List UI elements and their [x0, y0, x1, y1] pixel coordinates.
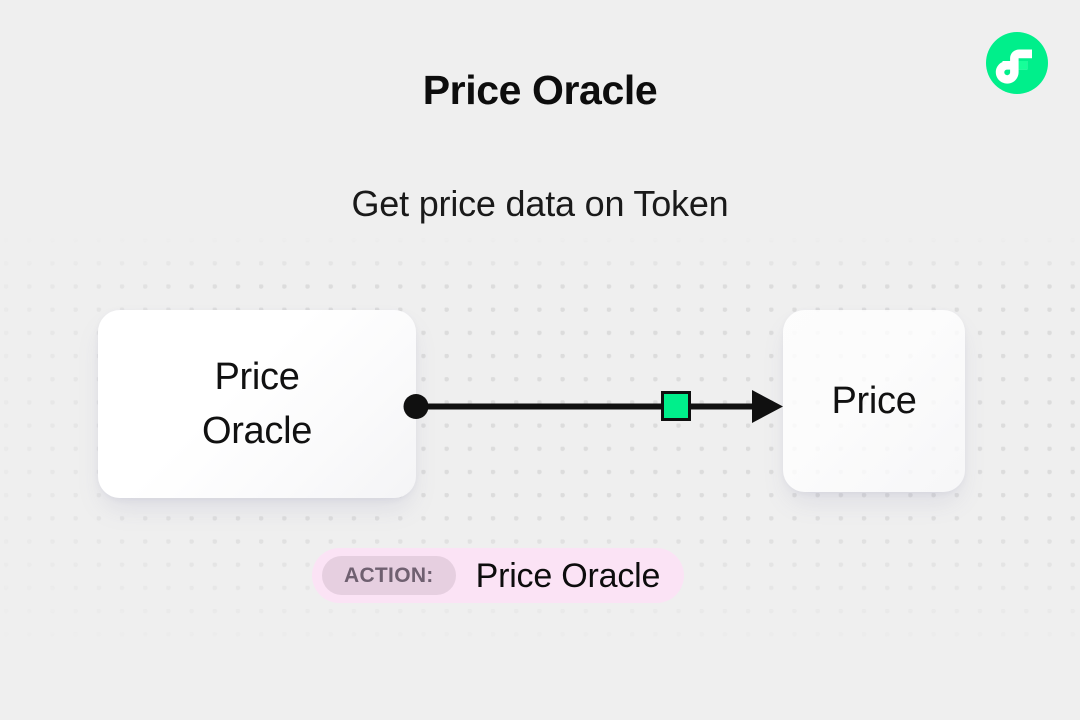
- action-badge-tag: ACTION:: [322, 556, 456, 595]
- action-badge-value: Price Oracle: [475, 556, 661, 595]
- edge-chip-icon[interactable]: [661, 391, 691, 421]
- page-title: Price Oracle: [422, 67, 658, 113]
- action-badge[interactable]: ACTION: Price Oracle: [312, 548, 685, 603]
- page-subtitle: Get price data on Token: [351, 183, 729, 224]
- price-oracle-node-label: Price Oracle: [201, 356, 313, 452]
- flow-logo-icon: [986, 32, 1048, 94]
- price-node[interactable]: Price: [783, 310, 965, 492]
- price-oracle-node[interactable]: Price Oracle: [98, 310, 416, 498]
- price-node-label: Price: [831, 380, 917, 422]
- arrowhead-icon: [752, 390, 783, 423]
